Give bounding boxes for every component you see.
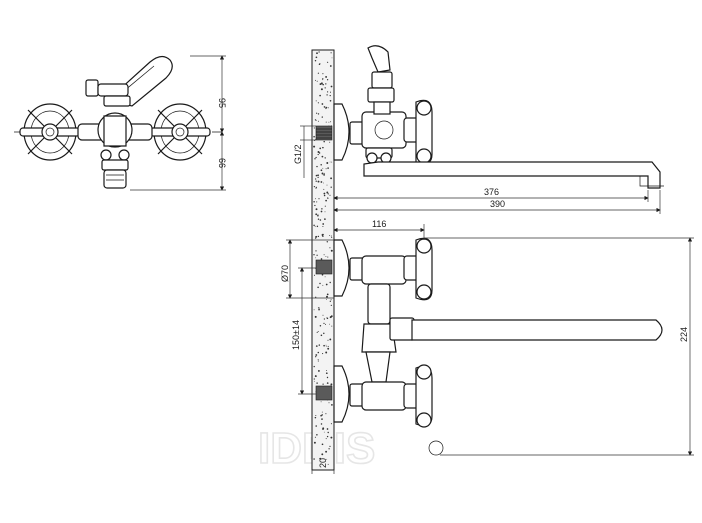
dim-spout-reach-outer: 390 <box>490 199 505 209</box>
dim-height-upper: 95 <box>217 98 227 108</box>
right-valve-cross-handle <box>149 103 211 161</box>
dim-total-height: 224 <box>679 327 689 342</box>
side-view-bottom: 116 Ø70 150±14 224 <box>280 219 694 456</box>
left-valve-cross-handle <box>19 103 81 161</box>
mixer-body-front <box>77 112 153 189</box>
dim-thread-size: G1/2 <box>293 144 303 164</box>
front-view: 95 66 <box>14 55 227 191</box>
dim-body-depth: 116 <box>372 219 386 229</box>
dim-wall-thickness: 20 <box>318 458 328 468</box>
dim-spout-reach-inner: 376 <box>484 187 499 197</box>
lever-handle <box>85 55 173 107</box>
dim-height-lower: 66 <box>217 158 227 168</box>
side-view-top: G1/2 376 390 <box>293 45 664 214</box>
dim-flange-diameter: Ø70 <box>280 265 290 282</box>
dim-center-distance: 150±14 <box>291 320 301 350</box>
